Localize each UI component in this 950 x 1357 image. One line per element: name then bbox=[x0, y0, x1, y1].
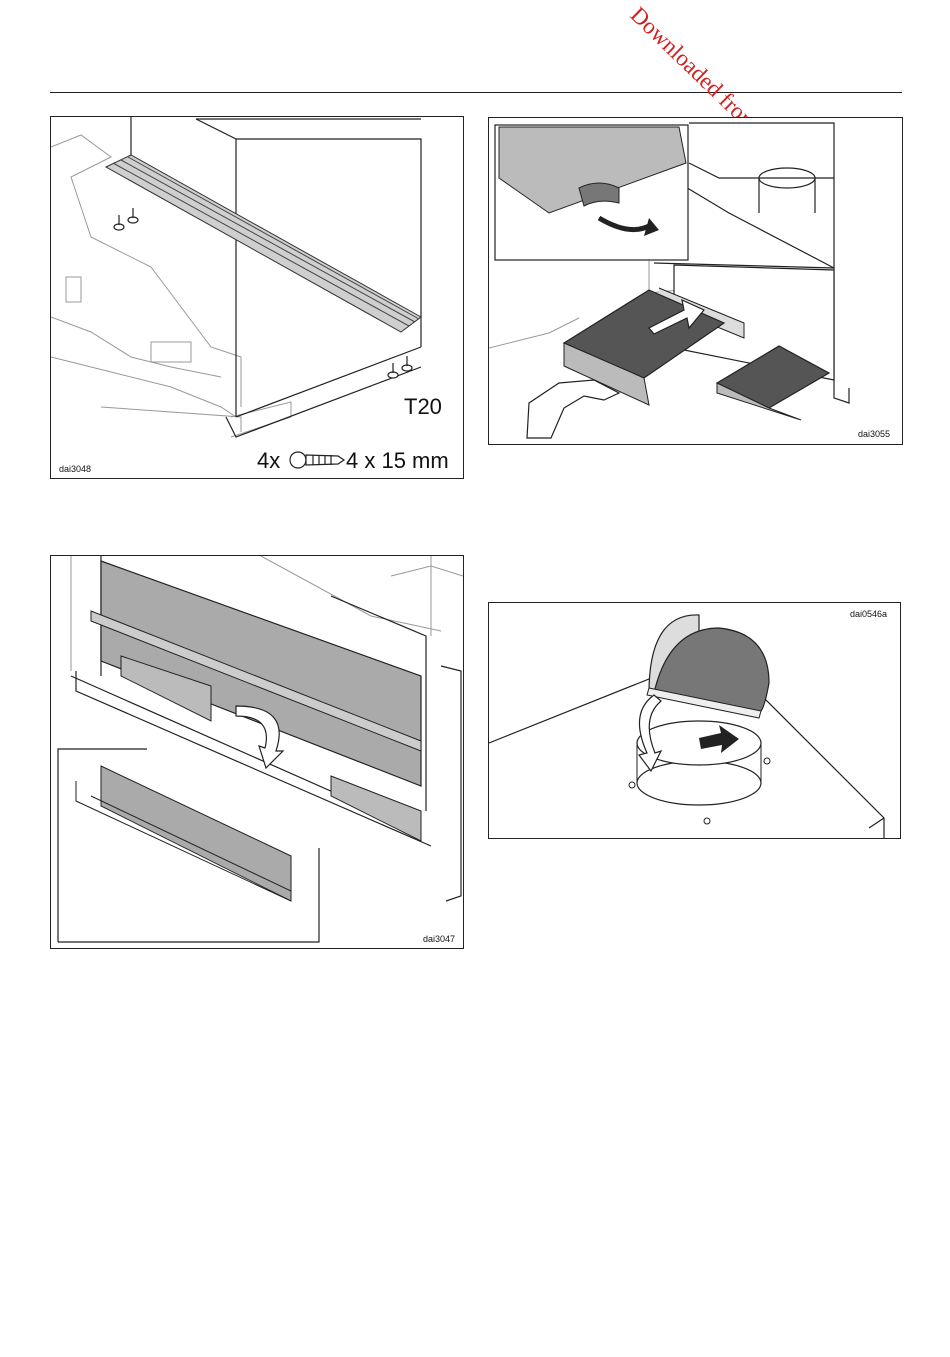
screw-pair-left-icon bbox=[114, 208, 138, 230]
figure-filter-insertion: dai3055 bbox=[488, 117, 903, 445]
rail-mounting-illustration bbox=[51, 117, 463, 478]
inset-frame bbox=[58, 749, 319, 942]
cover-plate-illustration bbox=[51, 556, 463, 948]
screw-icon bbox=[290, 452, 344, 468]
figure-cover-plate: dai3047 bbox=[50, 555, 464, 949]
tool-label: T20 bbox=[404, 394, 442, 420]
screw-quantity: 4x bbox=[257, 448, 280, 474]
screw-size: 4 x 15 mm bbox=[346, 448, 449, 474]
duct-flap-illustration bbox=[489, 603, 900, 838]
figure-rail-mounting: T20 4x 4 x 15 mm dai3048 bbox=[50, 116, 464, 479]
filter-insertion-illustration bbox=[489, 118, 902, 444]
inset-frame bbox=[495, 125, 688, 260]
figure-code: dai0546a bbox=[850, 609, 887, 619]
figure-code: dai3048 bbox=[59, 464, 91, 474]
hand-icon bbox=[527, 380, 619, 438]
figure-duct-flap: dai0546a bbox=[488, 602, 901, 839]
figure-code: dai3047 bbox=[423, 934, 455, 944]
header-rule bbox=[50, 92, 902, 93]
figure-code: dai3055 bbox=[858, 429, 890, 439]
filter-rail bbox=[106, 155, 421, 332]
